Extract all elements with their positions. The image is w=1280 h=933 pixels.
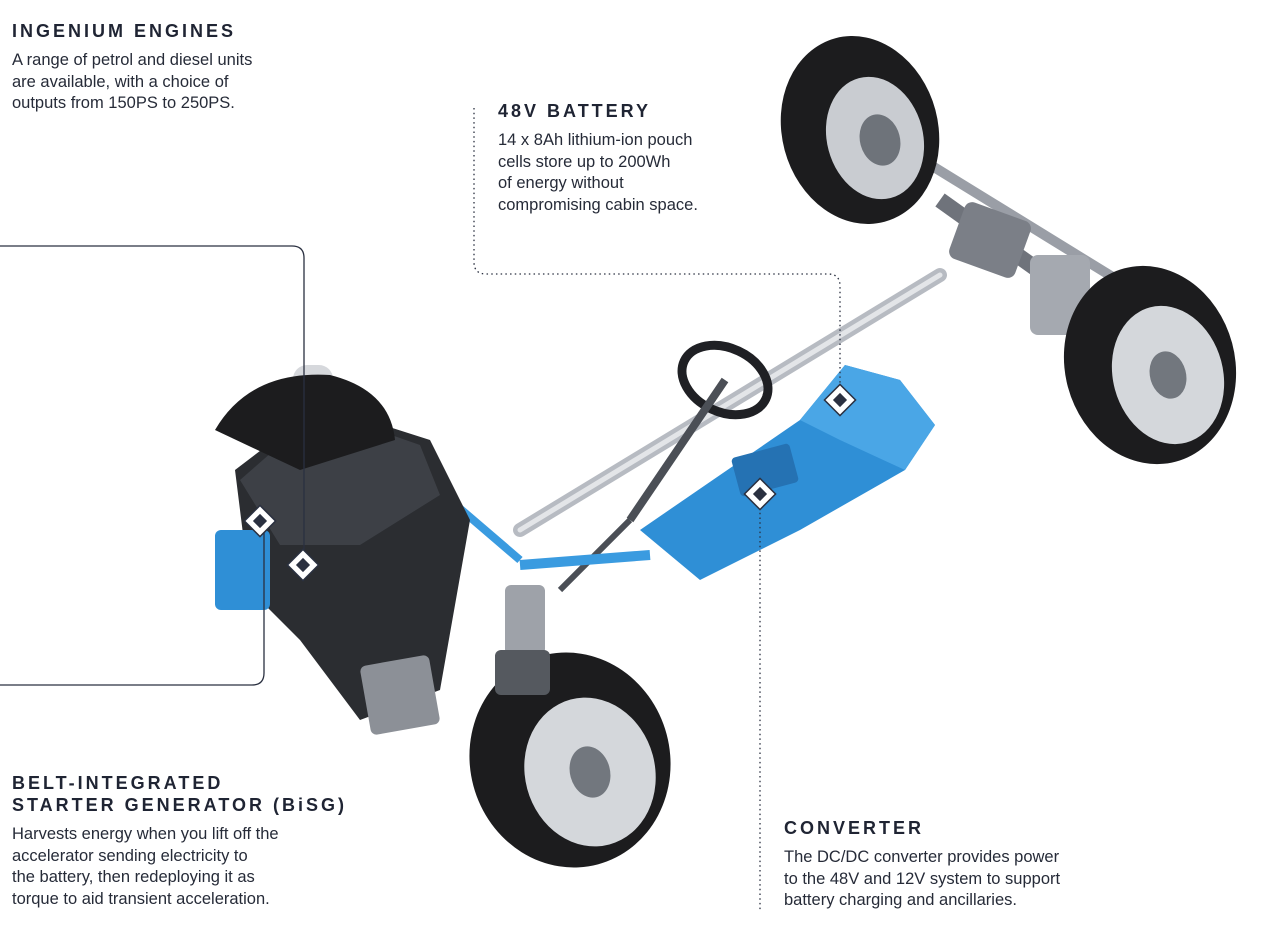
battery-line: cells store up to 200Wh [498,152,671,171]
battery-line: of energy without [498,174,624,192]
battery-description: 14 x 8Ah lithium-ion pouch cells store u… [498,130,698,216]
marker-battery [823,383,857,417]
battery-title: 48V BATTERY [498,101,652,121]
battery-pack [447,365,935,580]
propshaft [513,268,947,537]
marker-bisg [243,504,277,538]
battery-line: compromising cabin space. [498,195,698,214]
rear-right-wheel [1063,265,1237,465]
converter-line: battery charging and ancillaries. [784,891,1017,909]
front-left-wheel [215,374,395,470]
bisg-line: accelerator sending electricity to [12,846,248,865]
engines-callout: INGENIUM ENGINES A range of petrol and d… [12,20,252,115]
engines-line: are available, with a choice of [12,72,229,91]
front-strut [495,585,550,695]
converter-callout: CONVERTER The DC/DC converter provides p… [784,817,1060,912]
battery-line: 14 x 8Ah lithium-ion pouch [498,131,693,149]
converter-title: CONVERTER [784,818,925,838]
bisg-title-line: STARTER GENERATOR (BiSG) [12,795,348,815]
engine-leader [0,245,305,562]
engines-line: A range of petrol and diesel units [12,51,253,69]
engines-title: INGENIUM ENGINES [12,21,237,41]
converter-line: to the 48V and 12V system to support [784,869,1061,888]
bisg-leader [0,524,265,686]
bisg-title: BELT-INTEGRATED STARTER GENERATOR (BiSG) [12,772,347,816]
marker-converter [743,477,777,511]
converter-description: The DC/DC converter provides power to th… [784,847,1060,912]
rear-left-wheel [780,36,940,224]
front-right-wheel [469,652,671,868]
bisg-line: torque to aid transient acceleration. [12,889,270,908]
bisg-line: the battery, then redeploying it as [12,868,255,886]
bisg-description: Harvests energy when you lift off the ac… [12,824,347,910]
engines-line: outputs from 150PS to 250PS. [12,94,235,112]
engines-description: A range of petrol and diesel units are a… [12,50,252,115]
battery-leader [473,108,841,400]
bisg-callout: BELT-INTEGRATED STARTER GENERATOR (BiSG)… [12,772,347,910]
bisg-title-line: BELT-INTEGRATED [12,773,224,793]
battery-callout: 48V BATTERY 14 x 8Ah lithium-ion pouch c… [498,100,698,216]
marker-engine [286,548,320,582]
converter-line: The DC/DC converter provides power [784,848,1060,866]
bisg-line: Harvests energy when you lift off the [12,825,279,843]
